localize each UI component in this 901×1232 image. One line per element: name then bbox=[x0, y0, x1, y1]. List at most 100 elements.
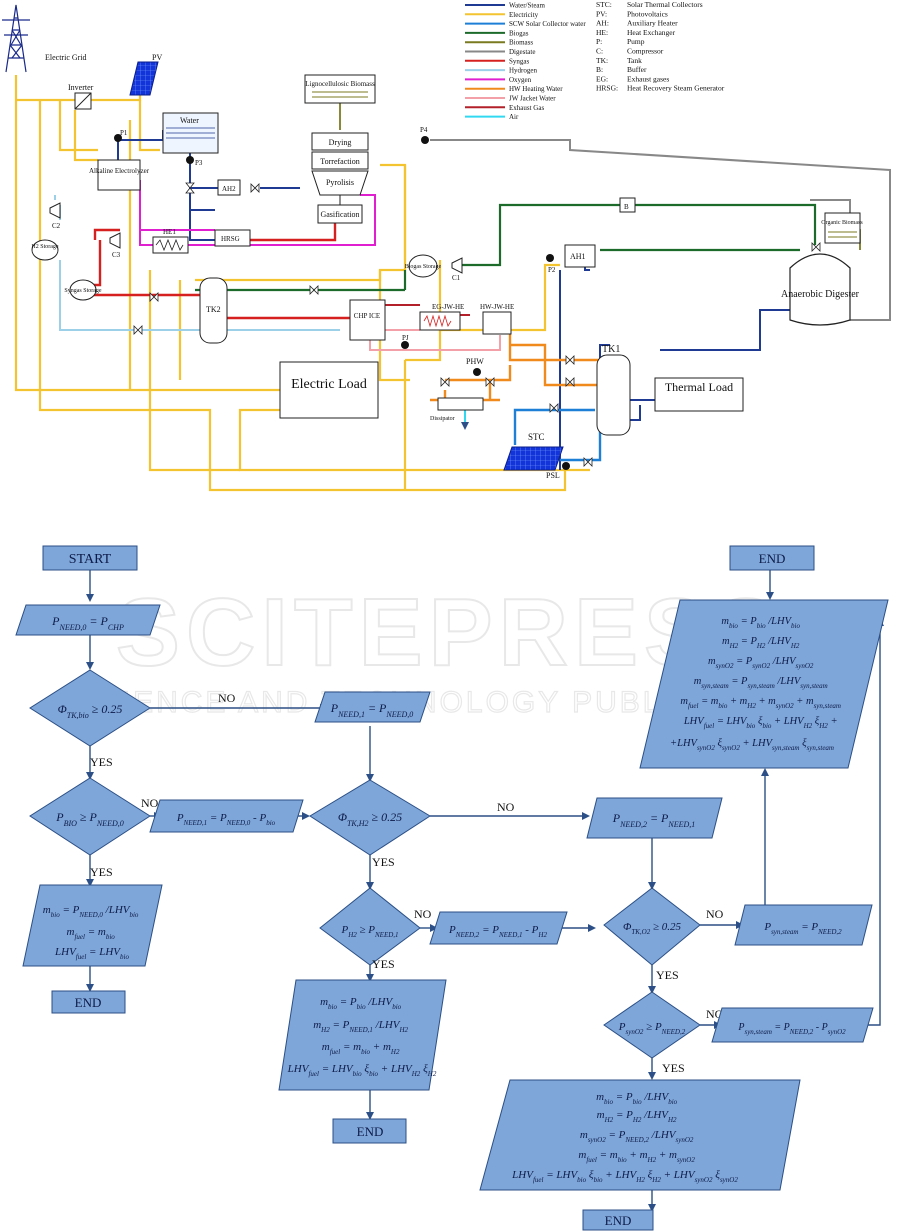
legend-flow-label: Oxygen bbox=[509, 76, 532, 84]
legend-abbr-key: B: bbox=[596, 65, 603, 74]
tk1-tank bbox=[596, 354, 631, 436]
hw-lines bbox=[430, 320, 600, 402]
he1-coil bbox=[155, 238, 184, 252]
biogas-lines bbox=[195, 203, 817, 292]
torrefaction-box bbox=[311, 151, 369, 170]
end-node-3 bbox=[582, 1209, 654, 1231]
p2-label: P2 bbox=[548, 266, 556, 274]
end-node-4 bbox=[729, 545, 815, 571]
no-label-3: NO bbox=[497, 800, 515, 814]
syngas-storage bbox=[69, 279, 97, 301]
legend-abbr-key: HE: bbox=[596, 28, 608, 37]
legend-abbr-key: PV: bbox=[596, 9, 607, 18]
end-label-3: END bbox=[605, 1213, 632, 1228]
hrsg-box bbox=[214, 229, 251, 247]
dissipator-label: Dissipator bbox=[430, 416, 455, 422]
b-label: B bbox=[624, 203, 629, 211]
legend-flow-label: JW Jacket Water bbox=[509, 95, 556, 103]
ah1-box bbox=[564, 244, 596, 268]
legend-abbr-key: AH: bbox=[596, 19, 609, 28]
compressor-c2 bbox=[49, 202, 61, 219]
h2-storage-label: H2 Storage bbox=[31, 244, 58, 250]
anaerobic-digester bbox=[789, 253, 851, 326]
phi-o2-decision bbox=[603, 887, 701, 966]
hw-jw-he-label: HW-JW-HE bbox=[480, 303, 514, 311]
h2-storage bbox=[31, 239, 59, 261]
compressor-c1 bbox=[451, 257, 463, 274]
p3-label: P3 bbox=[195, 159, 203, 167]
end-label-4: END bbox=[759, 551, 786, 566]
legend-abbr-text: Exhaust gases bbox=[627, 74, 669, 83]
oxygen-lines bbox=[139, 180, 376, 246]
psl-label: PSL bbox=[546, 471, 560, 480]
legend-abbr-text: Tank bbox=[627, 56, 642, 65]
pump-p2 bbox=[546, 254, 554, 262]
no-label-4: NO bbox=[414, 907, 432, 921]
legend-flow-label: Electricity bbox=[509, 11, 539, 19]
thermal-load bbox=[654, 377, 744, 412]
dissipator bbox=[437, 397, 484, 411]
hw-jw-he bbox=[482, 311, 512, 335]
pneed1-minus-node bbox=[149, 799, 304, 833]
legend-flow-label: Syngas bbox=[509, 57, 530, 65]
pump-phw bbox=[473, 368, 481, 376]
ah2-box bbox=[217, 179, 241, 196]
psyn-minus-node bbox=[711, 1007, 874, 1043]
inverter-label: Inverter bbox=[68, 83, 94, 92]
valves bbox=[133, 182, 821, 467]
legend-abbr-key: HRSG: bbox=[596, 84, 618, 93]
pyrolisis-box bbox=[311, 170, 369, 196]
no-label-1: NO bbox=[218, 691, 236, 705]
p4-label: P4 bbox=[420, 126, 428, 134]
c1-label: C1 bbox=[452, 274, 461, 282]
pv-panel bbox=[129, 61, 159, 96]
electric-load-label: Electric Load bbox=[291, 377, 367, 392]
schematic: Electric Grid PV Inverter Water P1 P3 P4… bbox=[2, 4, 891, 492]
compressor-c3 bbox=[109, 232, 121, 249]
c2-label: C2 bbox=[52, 222, 61, 230]
legend-abbr-key: C: bbox=[596, 47, 603, 56]
start-node bbox=[42, 545, 138, 571]
drying-label: Drying bbox=[329, 138, 352, 147]
all-fuels-node bbox=[639, 599, 889, 769]
torrefaction-label: Torrefaction bbox=[320, 157, 359, 166]
hydrogen-lines bbox=[54, 195, 340, 331]
electric-grid-label: Electric Grid bbox=[45, 53, 87, 62]
biogas-storage bbox=[408, 254, 438, 278]
legend-abbr-key: STC: bbox=[596, 0, 612, 9]
legend-abbr-text: Photovoltaics bbox=[627, 9, 668, 18]
yes-label-4: YES bbox=[372, 957, 395, 971]
pv-label: PV bbox=[152, 53, 162, 62]
ah1-label: AH1 bbox=[570, 252, 586, 261]
organic-biomass-fill bbox=[828, 231, 857, 238]
jacket-lines bbox=[369, 329, 501, 351]
legend-flow-label: SCW Solar Collector water bbox=[509, 20, 586, 28]
water-tank-waves bbox=[166, 127, 215, 139]
pneed2-minus-node bbox=[429, 911, 568, 945]
digester-label: Anaerobic Digester bbox=[781, 289, 860, 300]
gasification-label: Gasification bbox=[320, 210, 359, 219]
he1-label: HE1 bbox=[163, 228, 176, 236]
stc-label: STC bbox=[528, 432, 545, 442]
legend-abbr-text: Solar Thermal Collectors bbox=[627, 0, 703, 9]
pneed1-eq-node bbox=[314, 691, 431, 723]
legend-flow-label: Exhaust Gas bbox=[509, 104, 544, 112]
legend-flow-label: Water/Steam bbox=[509, 2, 546, 10]
legend-flow-label: Hydrogen bbox=[509, 67, 537, 75]
legend-abbr-text: Pump bbox=[627, 37, 645, 46]
eg-jw-he-coil bbox=[423, 314, 452, 328]
no-label-2: NO bbox=[141, 796, 159, 810]
chp-ice-label: CHP ICE bbox=[354, 312, 380, 320]
pump-p1 bbox=[114, 134, 122, 142]
legend-flow-label: Biogas bbox=[509, 29, 529, 37]
phi-bio-decision bbox=[29, 669, 151, 747]
pump-p4 bbox=[421, 136, 429, 144]
phi-h2-decision bbox=[309, 779, 431, 856]
hrsg-label: HRSG bbox=[221, 235, 240, 243]
no-label-5: NO bbox=[706, 907, 724, 921]
yes-label-3: YES bbox=[372, 855, 395, 869]
lignocellulosic-label: Lignocellulosic Biomass bbox=[305, 80, 375, 88]
ph2-decision bbox=[319, 887, 421, 966]
